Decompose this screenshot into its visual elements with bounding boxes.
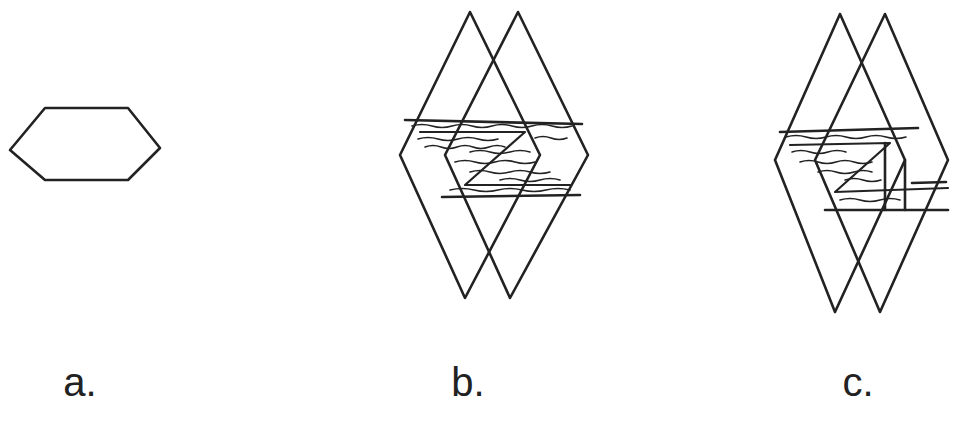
zigzag <box>790 143 948 192</box>
partition <box>904 160 907 210</box>
hexagon-outline <box>10 108 160 180</box>
figure-c <box>775 14 948 312</box>
diamond-left <box>400 12 540 298</box>
partition <box>912 182 946 183</box>
figure-b <box>400 12 588 298</box>
band-top <box>405 120 582 124</box>
hatching <box>786 136 906 202</box>
hatching <box>412 125 572 192</box>
band-bottom <box>442 195 580 197</box>
partition <box>884 143 887 210</box>
band-top <box>780 128 918 132</box>
figure-label: c. <box>842 362 873 402</box>
diamond-right <box>445 12 588 298</box>
figure-label: a. <box>63 362 96 402</box>
diamond-left <box>775 14 905 312</box>
figure-label: b. <box>451 362 484 402</box>
band-bottom <box>825 209 948 212</box>
